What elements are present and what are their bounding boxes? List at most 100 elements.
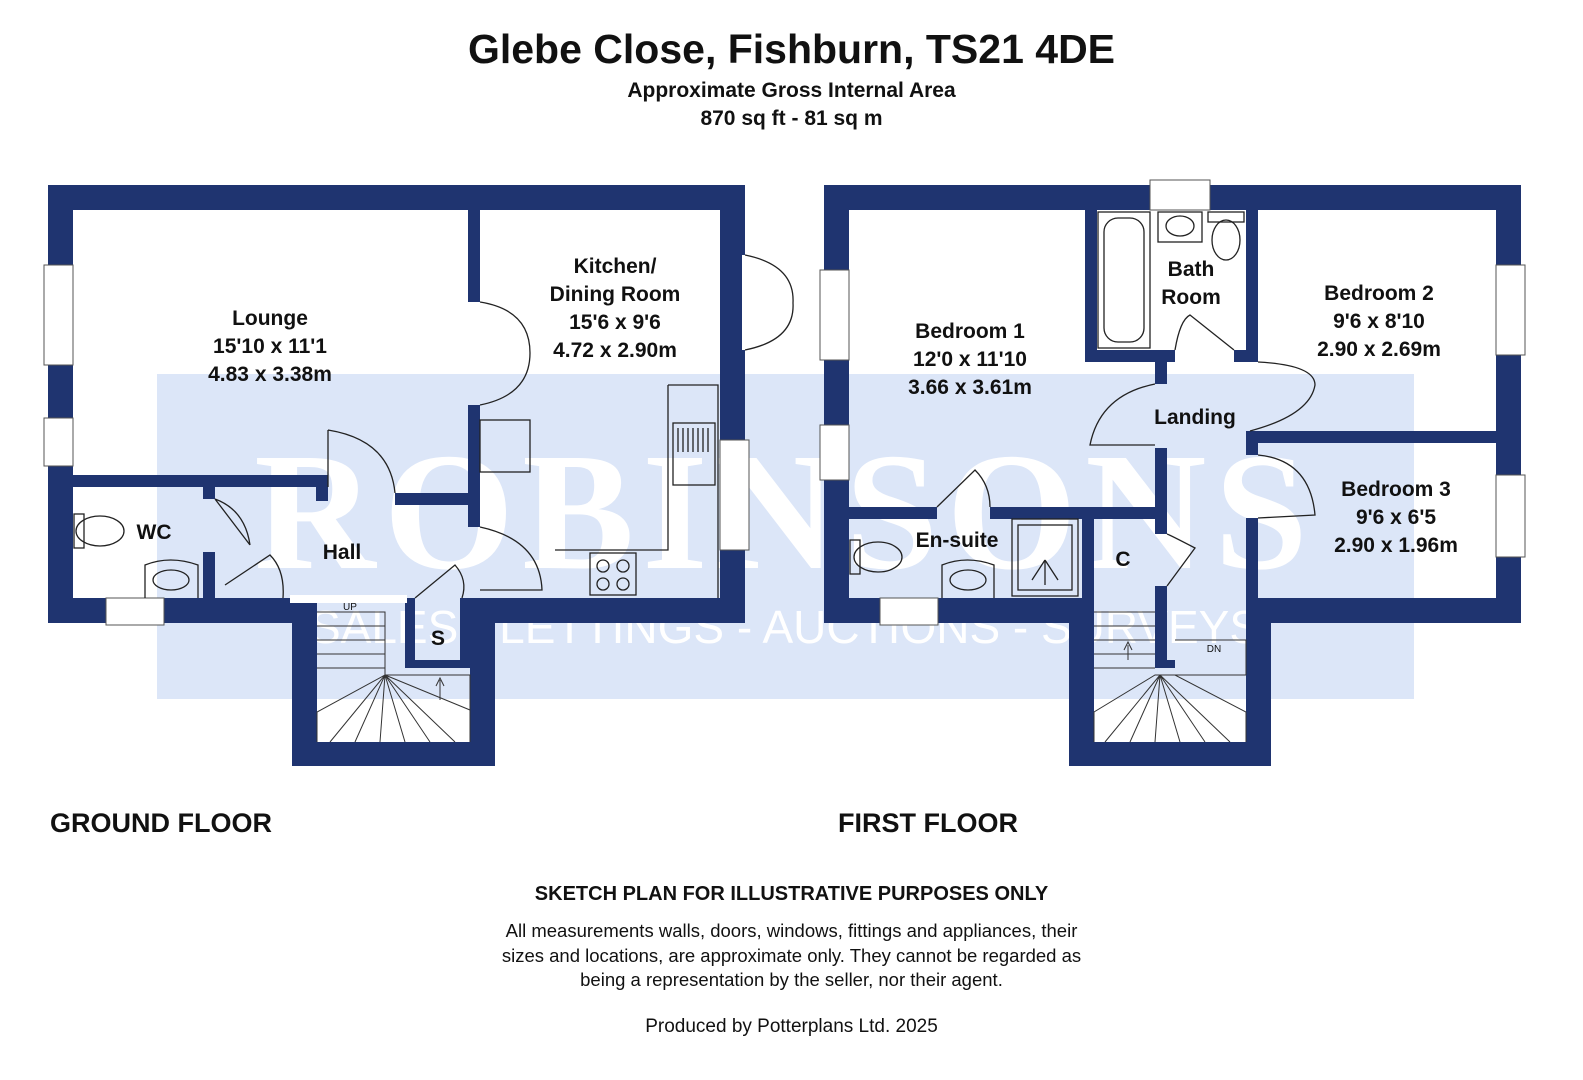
room-size-metric: 2.90 x 1.96m xyxy=(1334,534,1458,557)
stair-arrow xyxy=(435,676,445,700)
producer-credit: Produced by Potterplans Ltd. 2025 xyxy=(645,1016,938,1037)
gross-area: 870 sq ft - 81 sq m xyxy=(700,107,883,130)
window xyxy=(819,424,850,481)
patio-door xyxy=(744,254,794,304)
room-name-wc: WC xyxy=(137,521,172,544)
wall xyxy=(316,475,328,501)
ground-stairs xyxy=(316,611,471,743)
plan-subtitle: Approximate Gross Internal Area xyxy=(627,79,956,102)
store-door xyxy=(414,564,465,599)
toilet-cistern xyxy=(1207,211,1245,223)
wall xyxy=(1155,660,1175,668)
room-name-ensuite: En-suite xyxy=(916,529,999,552)
room-size-imperial: 9'6 x 6'5 xyxy=(1356,506,1436,529)
disclaimer-line: All measurements walls, doors, windows, … xyxy=(505,920,1078,941)
wall xyxy=(405,660,470,668)
wall xyxy=(1246,431,1496,443)
bedroom3-door xyxy=(1257,454,1316,519)
room-name-room: Room xyxy=(1161,286,1221,309)
window xyxy=(1495,264,1526,356)
window xyxy=(105,597,165,626)
wall xyxy=(824,598,1070,623)
wall xyxy=(849,507,937,519)
wall xyxy=(720,185,745,623)
wall xyxy=(1246,210,1258,362)
first-floor-fittings xyxy=(849,211,1316,598)
room-name-bedroom1: Bedroom 1 xyxy=(915,320,1025,343)
first-floor-windows xyxy=(819,179,1526,626)
ground-floor-fittings xyxy=(73,254,794,599)
patio-door xyxy=(744,302,794,351)
wall xyxy=(395,493,468,505)
bathroom-door xyxy=(1174,314,1235,351)
room-size-metric: 4.83 x 3.38m xyxy=(208,363,332,386)
room-name-bedroom2: Bedroom 2 xyxy=(1324,282,1434,305)
stair-winders xyxy=(1093,674,1247,743)
sink-icon xyxy=(672,422,716,486)
room-name-bath: Bath xyxy=(1168,258,1215,281)
disclaimer: All measurements walls, doors, windows, … xyxy=(0,919,1583,993)
wall xyxy=(1246,518,1258,598)
room-name-kitchen: Kitchen/ xyxy=(574,255,657,278)
basin-bowl xyxy=(1165,215,1195,237)
hob-ring xyxy=(596,577,610,591)
room-size-imperial: 12'0 x 11'10 xyxy=(913,348,1027,371)
room-name-store: S xyxy=(431,627,445,650)
wall xyxy=(465,598,745,623)
wall xyxy=(48,185,73,623)
ensuite-door xyxy=(936,469,991,508)
wall xyxy=(203,552,215,598)
wc-door xyxy=(214,498,251,546)
room-size-imperial: 15'10 x 11'1 xyxy=(213,335,327,358)
window xyxy=(1495,474,1526,558)
room-size-imperial: 9'6 x 8'10 xyxy=(1333,310,1425,333)
disclaimer-line: being a representation by the seller, no… xyxy=(580,969,1003,990)
worktop-unit xyxy=(479,419,531,473)
first-stairs xyxy=(1093,611,1247,743)
wall xyxy=(990,507,1155,519)
window xyxy=(879,597,939,626)
wall xyxy=(405,598,415,668)
watermark-panel xyxy=(157,374,1414,699)
window xyxy=(819,269,850,361)
worktop xyxy=(555,384,719,598)
room-size-metric: 2.90 x 2.69m xyxy=(1317,338,1441,361)
stairs-up-label: UP xyxy=(343,602,357,613)
room-name-bedroom3: Bedroom 3 xyxy=(1341,478,1451,501)
wall xyxy=(292,742,495,766)
window xyxy=(43,417,74,467)
wall xyxy=(1155,362,1167,384)
hall-door xyxy=(479,526,543,591)
disclaimer-line: sizes and locations, are approximate onl… xyxy=(501,944,1082,966)
shower-icon xyxy=(1011,518,1079,597)
cupboard-door xyxy=(1166,533,1196,587)
window xyxy=(1149,179,1211,211)
bedroom1-door xyxy=(1089,383,1156,446)
toilet-icon xyxy=(1211,219,1241,261)
room-size-metric: 3.66 x 3.61m xyxy=(908,376,1032,399)
shower-tray xyxy=(1017,524,1073,591)
lounge-door xyxy=(327,429,396,494)
wall xyxy=(1246,598,1271,766)
wall xyxy=(1069,598,1094,766)
basin-icon xyxy=(144,559,199,598)
ground-floor-label: GROUND FLOOR xyxy=(50,808,272,838)
ground-floor-windows xyxy=(43,255,750,626)
stair-winders xyxy=(316,674,471,743)
room-size-imperial: 15'6 x 9'6 xyxy=(569,311,661,334)
bedroom2-door xyxy=(1249,361,1316,432)
room-name-lounge: Lounge xyxy=(232,307,308,330)
window xyxy=(719,439,750,551)
wall xyxy=(1069,742,1271,766)
watermark-tagline: SALES - LETTINGS - AUCTIONS - SURVEYS xyxy=(310,601,1260,653)
wall xyxy=(48,598,293,623)
wall xyxy=(468,210,480,302)
stairs-down-label: DN xyxy=(1207,644,1221,655)
window xyxy=(43,264,74,366)
first-floor-label: FIRST FLOOR xyxy=(838,808,1018,838)
toilet-cistern xyxy=(73,513,85,549)
basin-bowl xyxy=(949,569,987,591)
bath-tub xyxy=(1103,217,1145,343)
toilet-cistern xyxy=(849,539,861,575)
room-name-dining: Dining Room xyxy=(550,283,681,306)
